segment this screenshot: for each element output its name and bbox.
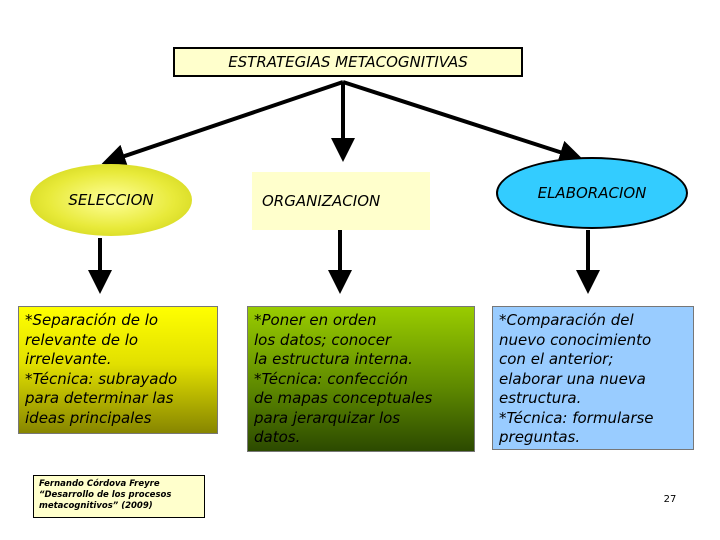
desc-seleccion: *Separación de lo relevante de lo irrele… (18, 306, 218, 434)
node-organizacion: ORGANIZACION (252, 172, 430, 230)
arrow-title-to-elaboracion (342, 80, 584, 164)
node-organizacion-label: ORGANIZACION (262, 192, 381, 210)
node-seleccion: SELECCION (30, 164, 192, 236)
desc-organizacion: *Poner en orden los datos; conocer la es… (247, 306, 475, 452)
page-number: 27 (663, 494, 677, 505)
diagram-title: ESTRATEGIAS METACOGNITIVAS (173, 47, 523, 77)
node-seleccion-label: SELECCION (68, 191, 154, 209)
node-elaboracion-label: ELABORACION (537, 184, 647, 202)
node-elaboracion: ELABORACION (496, 157, 688, 229)
citation-box: Fernando Córdova Freyre “Desarrollo de l… (33, 475, 205, 518)
desc-elaboracion: *Comparación del nuevo conocimiento con … (492, 306, 694, 450)
arrow-title-to-seleccion (101, 80, 344, 168)
